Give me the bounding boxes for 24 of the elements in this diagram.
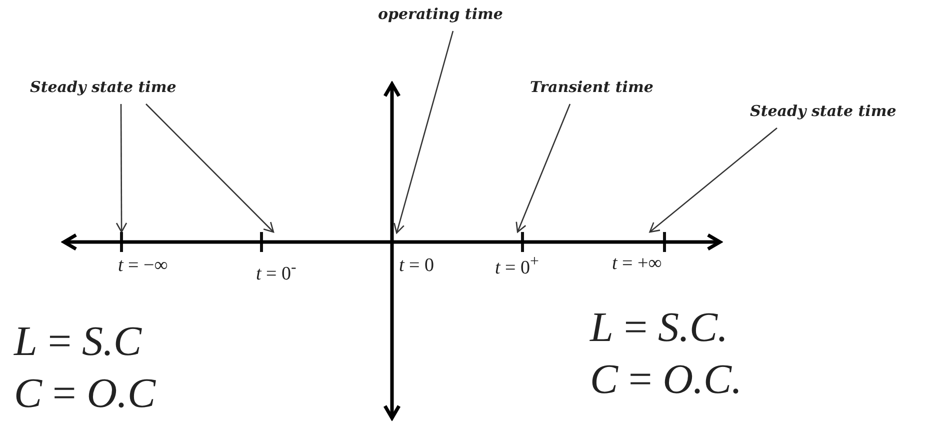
tick-label: t = 0	[399, 255, 434, 277]
leader-arrow	[649, 128, 778, 233]
tick-label: t = +∞	[612, 253, 662, 275]
horizontal-axis	[60, 233, 724, 251]
leader-arrow	[116, 104, 128, 233]
tick-mark	[663, 232, 666, 252]
tick-mark	[521, 232, 524, 252]
equation: C = O.C.	[590, 356, 742, 404]
callout-label: Steady state time	[30, 78, 176, 96]
tick-label: t = −∞	[118, 255, 168, 277]
tick-label: t = 0$^{-}$	[256, 259, 296, 286]
equation: L = S.C	[14, 318, 142, 366]
equation: L = S.C.	[590, 304, 728, 352]
leader-arrow	[394, 30, 454, 234]
tick-mark	[120, 232, 123, 252]
tick-mark	[260, 232, 263, 252]
equation: C = O.C	[14, 370, 156, 418]
vertical-axis	[383, 80, 401, 422]
callout-label: operating time	[378, 5, 503, 23]
leader-arrow	[146, 104, 274, 233]
tick-label: t = 0$^{+}$	[495, 253, 539, 280]
callout-label: Steady state time	[750, 102, 896, 120]
callout-label: Transient time	[530, 78, 654, 96]
leader-arrow	[516, 104, 571, 233]
